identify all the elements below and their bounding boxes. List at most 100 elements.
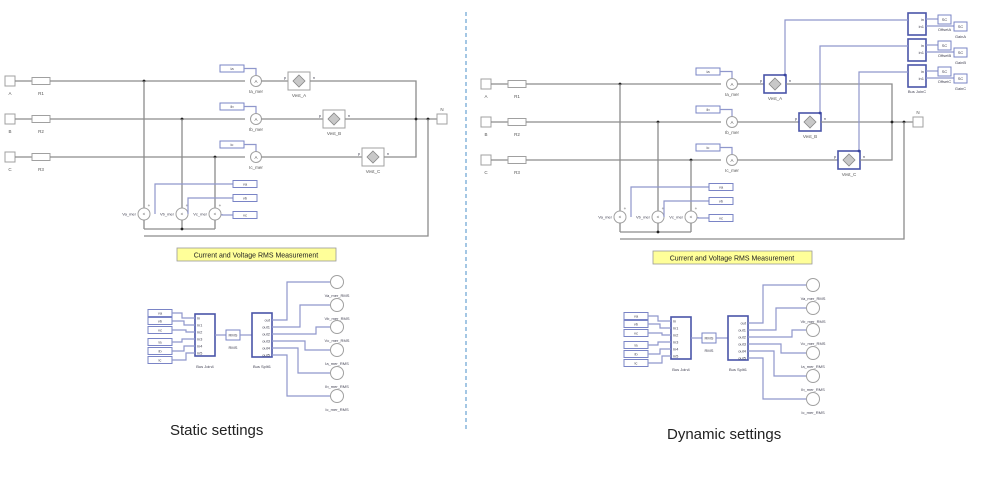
voltmeter-symbol: < bbox=[619, 215, 622, 220]
voltmeter-symbol: < bbox=[181, 212, 184, 217]
offset-block-OffsetA[interactable] bbox=[937, 14, 952, 25]
voltage-tag-label: va bbox=[719, 185, 724, 190]
voltage-goto-tag[interactable] bbox=[708, 214, 734, 222]
signal-line bbox=[748, 343, 806, 354]
port-C-block[interactable] bbox=[480, 154, 492, 166]
display-Vb_mer_RMS[interactable] bbox=[806, 301, 820, 315]
voltage-goto-tag[interactable] bbox=[232, 211, 258, 219]
ammeter-symbol: A bbox=[730, 120, 733, 125]
display-Ib_mer_RMS[interactable] bbox=[806, 369, 820, 383]
display-Vb_mer_RMS[interactable] bbox=[330, 298, 344, 312]
signal-line bbox=[172, 338, 195, 343]
bus-split-port-label: out4 bbox=[262, 346, 271, 351]
bus-split-port-label: out1 bbox=[738, 328, 747, 333]
display-Vc_mer_RMS[interactable] bbox=[806, 323, 820, 337]
gain-block-GainC[interactable] bbox=[953, 73, 968, 84]
current-tag-label: ib bbox=[706, 107, 710, 112]
resistor-R1[interactable] bbox=[31, 77, 51, 85]
sc-label: SC bbox=[958, 76, 964, 81]
display-Ib_mer_RMS[interactable] bbox=[330, 366, 344, 380]
port-N-block[interactable] bbox=[436, 113, 448, 125]
voltmeter-label: Va_mer bbox=[122, 212, 136, 217]
current-tag-label: ic bbox=[707, 145, 710, 150]
bus-split-label: Bus Split1 bbox=[729, 367, 748, 372]
display-Ic_mer_RMS[interactable] bbox=[330, 389, 344, 403]
from-tag-label: ib bbox=[634, 352, 638, 357]
port-C-block[interactable] bbox=[4, 151, 16, 163]
display-label: Vb_mer_RMS bbox=[324, 316, 349, 321]
display-label: Ia_mer_RMS bbox=[801, 364, 825, 369]
resistor-R3[interactable] bbox=[31, 153, 51, 161]
bus-join-port-label: in3 bbox=[673, 340, 679, 345]
source-label: Vest_C bbox=[842, 172, 857, 177]
from-tag-label: ia bbox=[158, 340, 162, 345]
resistor-R3[interactable] bbox=[507, 156, 527, 164]
bus-join-Bus JoinA[interactable] bbox=[907, 12, 927, 36]
gain-block-GainA[interactable] bbox=[953, 21, 968, 32]
diamond-source-icon bbox=[768, 77, 782, 91]
signal-line bbox=[648, 315, 671, 322]
display-Va_mer_RMS[interactable] bbox=[330, 275, 344, 289]
port-label: in bbox=[921, 17, 924, 22]
display-label: Ib_mer_RMS bbox=[801, 387, 825, 392]
bus-join-Bus JoinB[interactable] bbox=[907, 38, 927, 62]
terminal-n-label: n bbox=[348, 113, 350, 118]
signal-line bbox=[221, 214, 233, 216]
signal-line bbox=[720, 108, 733, 117]
bus-split-block[interactable] bbox=[251, 312, 273, 358]
gain-block-GainB[interactable] bbox=[953, 47, 968, 58]
display-Ic_mer_RMS[interactable] bbox=[806, 392, 820, 406]
display-Va_mer_RMS[interactable] bbox=[806, 278, 820, 292]
port-B-block[interactable] bbox=[4, 113, 16, 125]
port-label: in1 bbox=[919, 24, 925, 29]
voltage-goto-tag[interactable] bbox=[232, 194, 258, 202]
resistor-R2[interactable] bbox=[31, 115, 51, 123]
resistor-R1[interactable] bbox=[507, 80, 527, 88]
terminal-n-label: n bbox=[824, 116, 826, 121]
voltmeter-symbol: < bbox=[143, 212, 146, 217]
signal-line bbox=[720, 70, 733, 79]
display-Ia_mer_RMS[interactable] bbox=[806, 346, 820, 360]
voltage-goto-tag[interactable] bbox=[708, 197, 734, 205]
bus-join-port-label: in1 bbox=[197, 323, 203, 328]
port-A-block[interactable] bbox=[480, 78, 492, 90]
bus-split-port-label: out5 bbox=[262, 353, 271, 358]
port-B-block[interactable] bbox=[480, 116, 492, 128]
rms-block-label: RMS bbox=[229, 333, 238, 338]
display-label: Va_mer_RMS bbox=[325, 293, 350, 298]
display-Vc_mer_RMS[interactable] bbox=[330, 320, 344, 334]
voltage-goto-tag[interactable] bbox=[708, 183, 734, 191]
bus-join-Bus JoinC[interactable] bbox=[907, 64, 927, 88]
bus-split-block[interactable] bbox=[727, 315, 749, 361]
resistor-R2[interactable] bbox=[507, 118, 527, 126]
signal-line bbox=[244, 105, 257, 114]
signal-line bbox=[272, 347, 330, 374]
from-tag-label: ib bbox=[158, 349, 162, 354]
bus-join-port-label: in bbox=[673, 319, 676, 324]
bus-split-port-label: out4 bbox=[738, 349, 747, 354]
voltmeter-label: Vb_mer bbox=[160, 212, 175, 217]
resistor-label: R2 bbox=[514, 132, 520, 137]
display-Ia_mer_RMS[interactable] bbox=[330, 343, 344, 357]
offset-label: OffsetB bbox=[938, 53, 952, 58]
terminal-n-label: n bbox=[387, 151, 389, 156]
bus-join-label: Bus Join4 bbox=[196, 364, 214, 369]
port-label: in1 bbox=[919, 50, 925, 55]
port-A-block[interactable] bbox=[4, 75, 16, 87]
rms-label: RMS bbox=[705, 348, 714, 353]
signal-line bbox=[272, 281, 330, 321]
port-label: A bbox=[484, 94, 487, 99]
offset-block-OffsetB[interactable] bbox=[937, 40, 952, 51]
voltage-goto-tag[interactable] bbox=[232, 180, 258, 188]
source-label: Vest_A bbox=[292, 93, 306, 98]
ammeter-label: Ib_mer bbox=[249, 127, 264, 132]
static-settings-caption: Static settings bbox=[170, 422, 264, 439]
neutral-label: N bbox=[916, 110, 919, 115]
port-N-block[interactable] bbox=[912, 116, 924, 128]
offset-block-OffsetC[interactable] bbox=[937, 66, 952, 77]
from-tag-label: vb bbox=[158, 319, 163, 324]
ammeter-symbol: A bbox=[254, 79, 257, 84]
